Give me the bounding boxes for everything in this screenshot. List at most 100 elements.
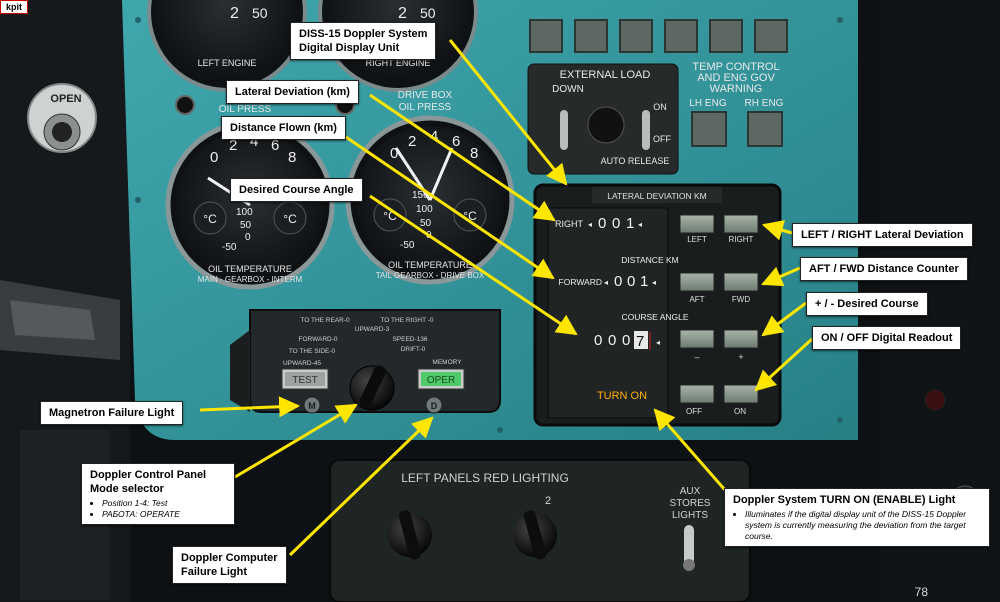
callout-computer-failure: Doppler Computer Failure Light [172, 546, 287, 584]
lateral-deviation-header: LATERAL DEVIATION KM [607, 191, 707, 201]
lh-eng-lamp [691, 111, 727, 147]
forward-label: FORWARD [559, 277, 602, 287]
callout-bullet: РАБОТА: OPERATE [102, 509, 226, 520]
lateral-digit: 0 [612, 215, 620, 232]
external-load-toggle[interactable] [560, 110, 568, 150]
warning-lamp-row [529, 19, 788, 53]
temp-number: 150 [412, 190, 429, 201]
lights-label: LIGHTS [672, 510, 708, 521]
oil-temp-right-sub: TAIL GEARBOX - DRIVE BOX [376, 271, 485, 280]
aft-button-label: AFT [689, 295, 704, 304]
mode-label: SPEED-136 [392, 336, 427, 343]
gauge-number: 8 [288, 149, 296, 166]
diss-button-on[interactable] [723, 384, 759, 404]
temp-control-title-2: AND ENG GOV [697, 72, 775, 84]
mode-label: TO THE SIDE-0 [289, 348, 336, 355]
minus-button-label: – [694, 352, 699, 362]
test-button-label: TEST [292, 375, 318, 386]
mode-label: TO THE RIGHT -0 [380, 317, 433, 324]
right-red-lighting-knob[interactable] [513, 509, 557, 560]
external-load-panel: EXTERNAL LOAD DOWN ON OFF AUTO RELEASE [527, 63, 679, 175]
callout-magnetron: Magnetron Failure Light [40, 401, 184, 425]
aux-label: AUX [680, 486, 701, 497]
diss-button-aft[interactable] [679, 272, 715, 292]
open-label: OPEN [50, 93, 81, 105]
diss-button-fwd[interactable] [723, 272, 759, 292]
oil-temp-left-label: OIL TEMPERATURE [208, 264, 292, 274]
gauge-number: 6 [452, 133, 460, 150]
mode-label: UPWARD-3 [355, 326, 390, 333]
gauge-number: 50 [420, 5, 436, 21]
gauge-number: 4 [430, 128, 438, 145]
diss-button-off[interactable] [679, 384, 715, 404]
callout-mode-selector: Doppler Control Panel Mode selector Posi… [81, 463, 235, 525]
right-engine-label: RIGHT ENGINE [366, 58, 431, 68]
callout-text: LEFT / RIGHT Lateral Deviation [801, 229, 964, 241]
stores-label: STORES [670, 498, 711, 509]
gauge-number: 4 [250, 133, 258, 150]
temp-number: 50 [420, 218, 432, 229]
callout-text: Doppler Computer [181, 552, 278, 564]
temp-control-panel: TEMP CONTROL AND ENG GOV WARNING LH ENG … [689, 61, 784, 147]
gauge-number: 8 [470, 145, 478, 162]
oil-temp-gauge-left: 0 2 4 6 8 °C °C 150 100 50 0 -50 OIL TEM… [165, 120, 335, 290]
fwd-button-label: FWD [732, 295, 750, 304]
auto-release-toggle[interactable] [642, 110, 650, 150]
callout-text: AFT / FWD Distance Counter [809, 263, 959, 275]
callout-lateral-deviation: Lateral Deviation (km) [226, 80, 359, 104]
magnetron-light-label: M [308, 401, 316, 411]
gauge-number: 6 [271, 137, 279, 154]
test-button[interactable]: TEST [281, 368, 329, 390]
callout-diss-unit: DISS-15 Doppler System Digital Display U… [290, 22, 437, 60]
corner-tag: kpit [0, 0, 28, 14]
callout-turn-on: Doppler System TURN ON (ENABLE) Light Il… [724, 488, 990, 547]
off-button-label: OFF [686, 407, 702, 416]
lower-lighting-panel: LEFT PANELS RED LIGHTING AUX STORES LIGH… [329, 459, 751, 602]
aux-stores-lights-toggle[interactable] [683, 525, 695, 571]
svg-text:◂: ◂ [588, 220, 592, 229]
diss-button-minus[interactable] [679, 329, 715, 349]
temp-number: 0 [245, 232, 251, 243]
computer-light-label: D [431, 401, 438, 411]
indicator-lamp [175, 95, 195, 115]
distance-digit: 0 [614, 273, 622, 290]
mode-selector-knob[interactable] [349, 364, 395, 411]
lateral-digit: 1 [626, 215, 634, 232]
celsius-label: °C [203, 212, 217, 226]
drive-box-oil-press-label: OIL PRESS [399, 102, 452, 113]
page-number: 78 [914, 585, 928, 599]
diss-button-plus[interactable] [723, 329, 759, 349]
open-knob[interactable]: OPEN [27, 83, 97, 153]
left-engine-label: LEFT ENGINE [198, 58, 257, 68]
diss-button-left[interactable] [679, 214, 715, 234]
right-label: RIGHT [555, 219, 584, 229]
course-digit: 0 [608, 332, 616, 349]
drive-box-label: DRIVE BOX [398, 90, 453, 101]
oper-button[interactable]: OPER [417, 368, 465, 390]
temp-number: -50 [222, 242, 237, 253]
callout-plus-minus: + / - Desired Course [806, 292, 928, 316]
course-angle-label: COURSE ANGLE [621, 312, 688, 322]
main-oil-press-label: OIL PRESS [219, 104, 272, 115]
callout-aft-fwd: AFT / FWD Distance Counter [800, 257, 968, 281]
svg-text:◂: ◂ [604, 278, 608, 287]
callout-on-off: ON / OFF Digital Readout [812, 326, 962, 350]
temp-number: -50 [400, 240, 415, 251]
temp-number: 100 [416, 204, 433, 215]
callout-distance-flown: Distance Flown (km) [221, 116, 346, 140]
svg-text:◂: ◂ [656, 338, 660, 347]
lateral-digit: 0 [598, 215, 606, 232]
gauge-number: 50 [252, 5, 268, 21]
lh-eng-label: LH ENG [689, 98, 726, 109]
oil-temp-right-label: OIL TEMPERATURE [388, 260, 472, 270]
mode-label: FORWARD-0 [299, 336, 338, 343]
left-red-lighting-knob[interactable] [388, 509, 432, 560]
callout-desired-course: Desired Course Angle [230, 178, 363, 202]
distance-label: DISTANCE KM [621, 255, 678, 265]
distance-digit: 0 [627, 273, 635, 290]
external-load-title: EXTERNAL LOAD [560, 69, 651, 81]
auto-release-label: AUTO RELEASE [601, 156, 670, 166]
svg-text:◂: ◂ [652, 278, 656, 287]
right-button-label: RIGHT [729, 235, 754, 244]
diss-button-right[interactable] [723, 214, 759, 234]
